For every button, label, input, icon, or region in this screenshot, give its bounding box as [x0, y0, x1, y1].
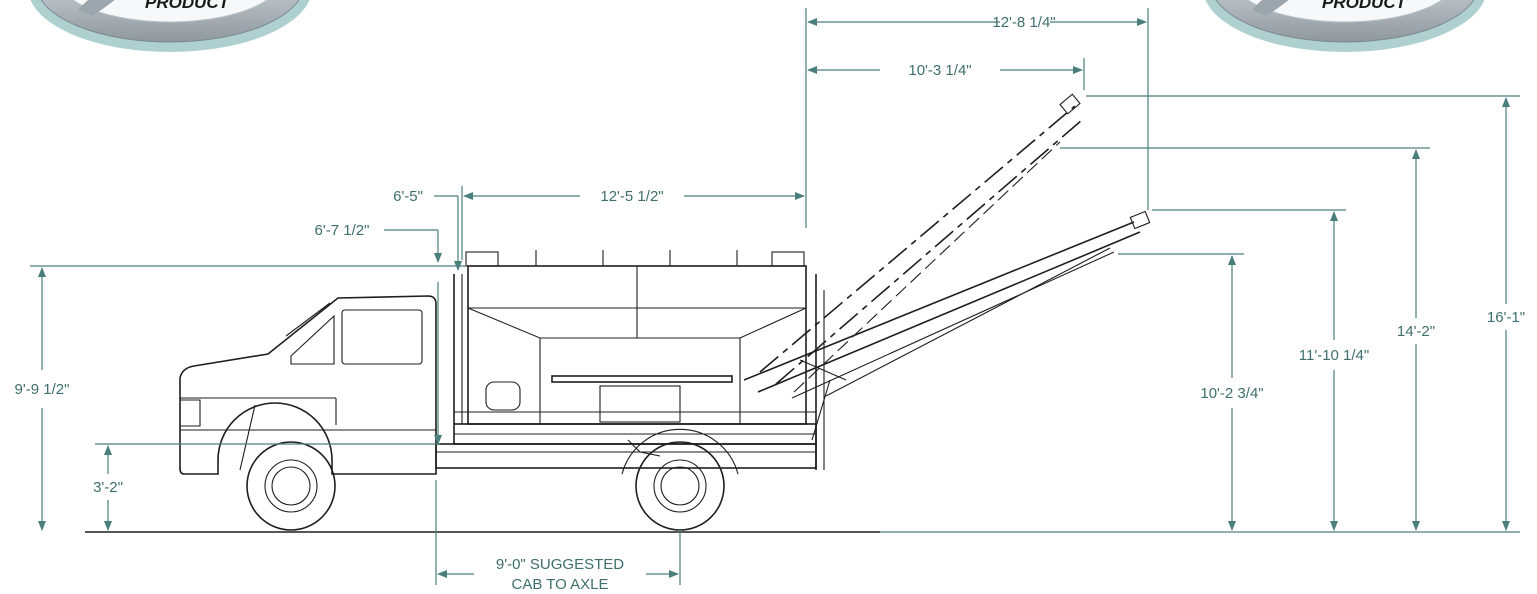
- dim-cab-to-axle-line2: CAB TO AXLE: [512, 576, 609, 593]
- dim-top-reach-lower: 10'-3 1/4": [908, 62, 971, 79]
- dim-overall-height-truck: 9'-9 1/2": [15, 381, 70, 398]
- truck-frame: [435, 423, 817, 469]
- dim-front-offset-upper: 6'-5": [393, 188, 423, 205]
- truck-cab: [179, 295, 437, 475]
- dim-frame-height: 3'-2": [93, 479, 123, 496]
- dim-cab-to-axle-line1: 9'-0" SUGGESTED: [496, 556, 624, 573]
- rear-wheel: [621, 428, 739, 531]
- lower-conveyor: [743, 210, 1151, 441]
- product-badge-left: PRODUCT: [30, 0, 310, 52]
- front-wheel: [246, 441, 336, 531]
- product-badge-right: PRODUCT: [1205, 0, 1485, 52]
- dimension-lines: [30, 8, 1520, 585]
- dim-lower-conveyor-top: 11'-10 1/4": [1299, 347, 1369, 364]
- badge-right-text: PRODUCT: [1322, 0, 1408, 12]
- dim-body-length: 12'-5 1/2": [600, 188, 663, 205]
- dim-upper-conveyor-top: 16'-1": [1487, 309, 1525, 326]
- badge-left-text: PRODUCT: [145, 0, 231, 12]
- dim-upper-conveyor-discharge: 14'-2": [1397, 323, 1435, 340]
- upper-conveyor: [759, 93, 1083, 393]
- dim-top-overall-reach: 12'-8 1/4": [992, 14, 1055, 31]
- hopper-body: [453, 250, 825, 470]
- dim-lower-conveyor-discharge: 10'-2 3/4": [1200, 385, 1263, 402]
- dim-front-offset-lower: 6'-7 1/2": [315, 222, 370, 239]
